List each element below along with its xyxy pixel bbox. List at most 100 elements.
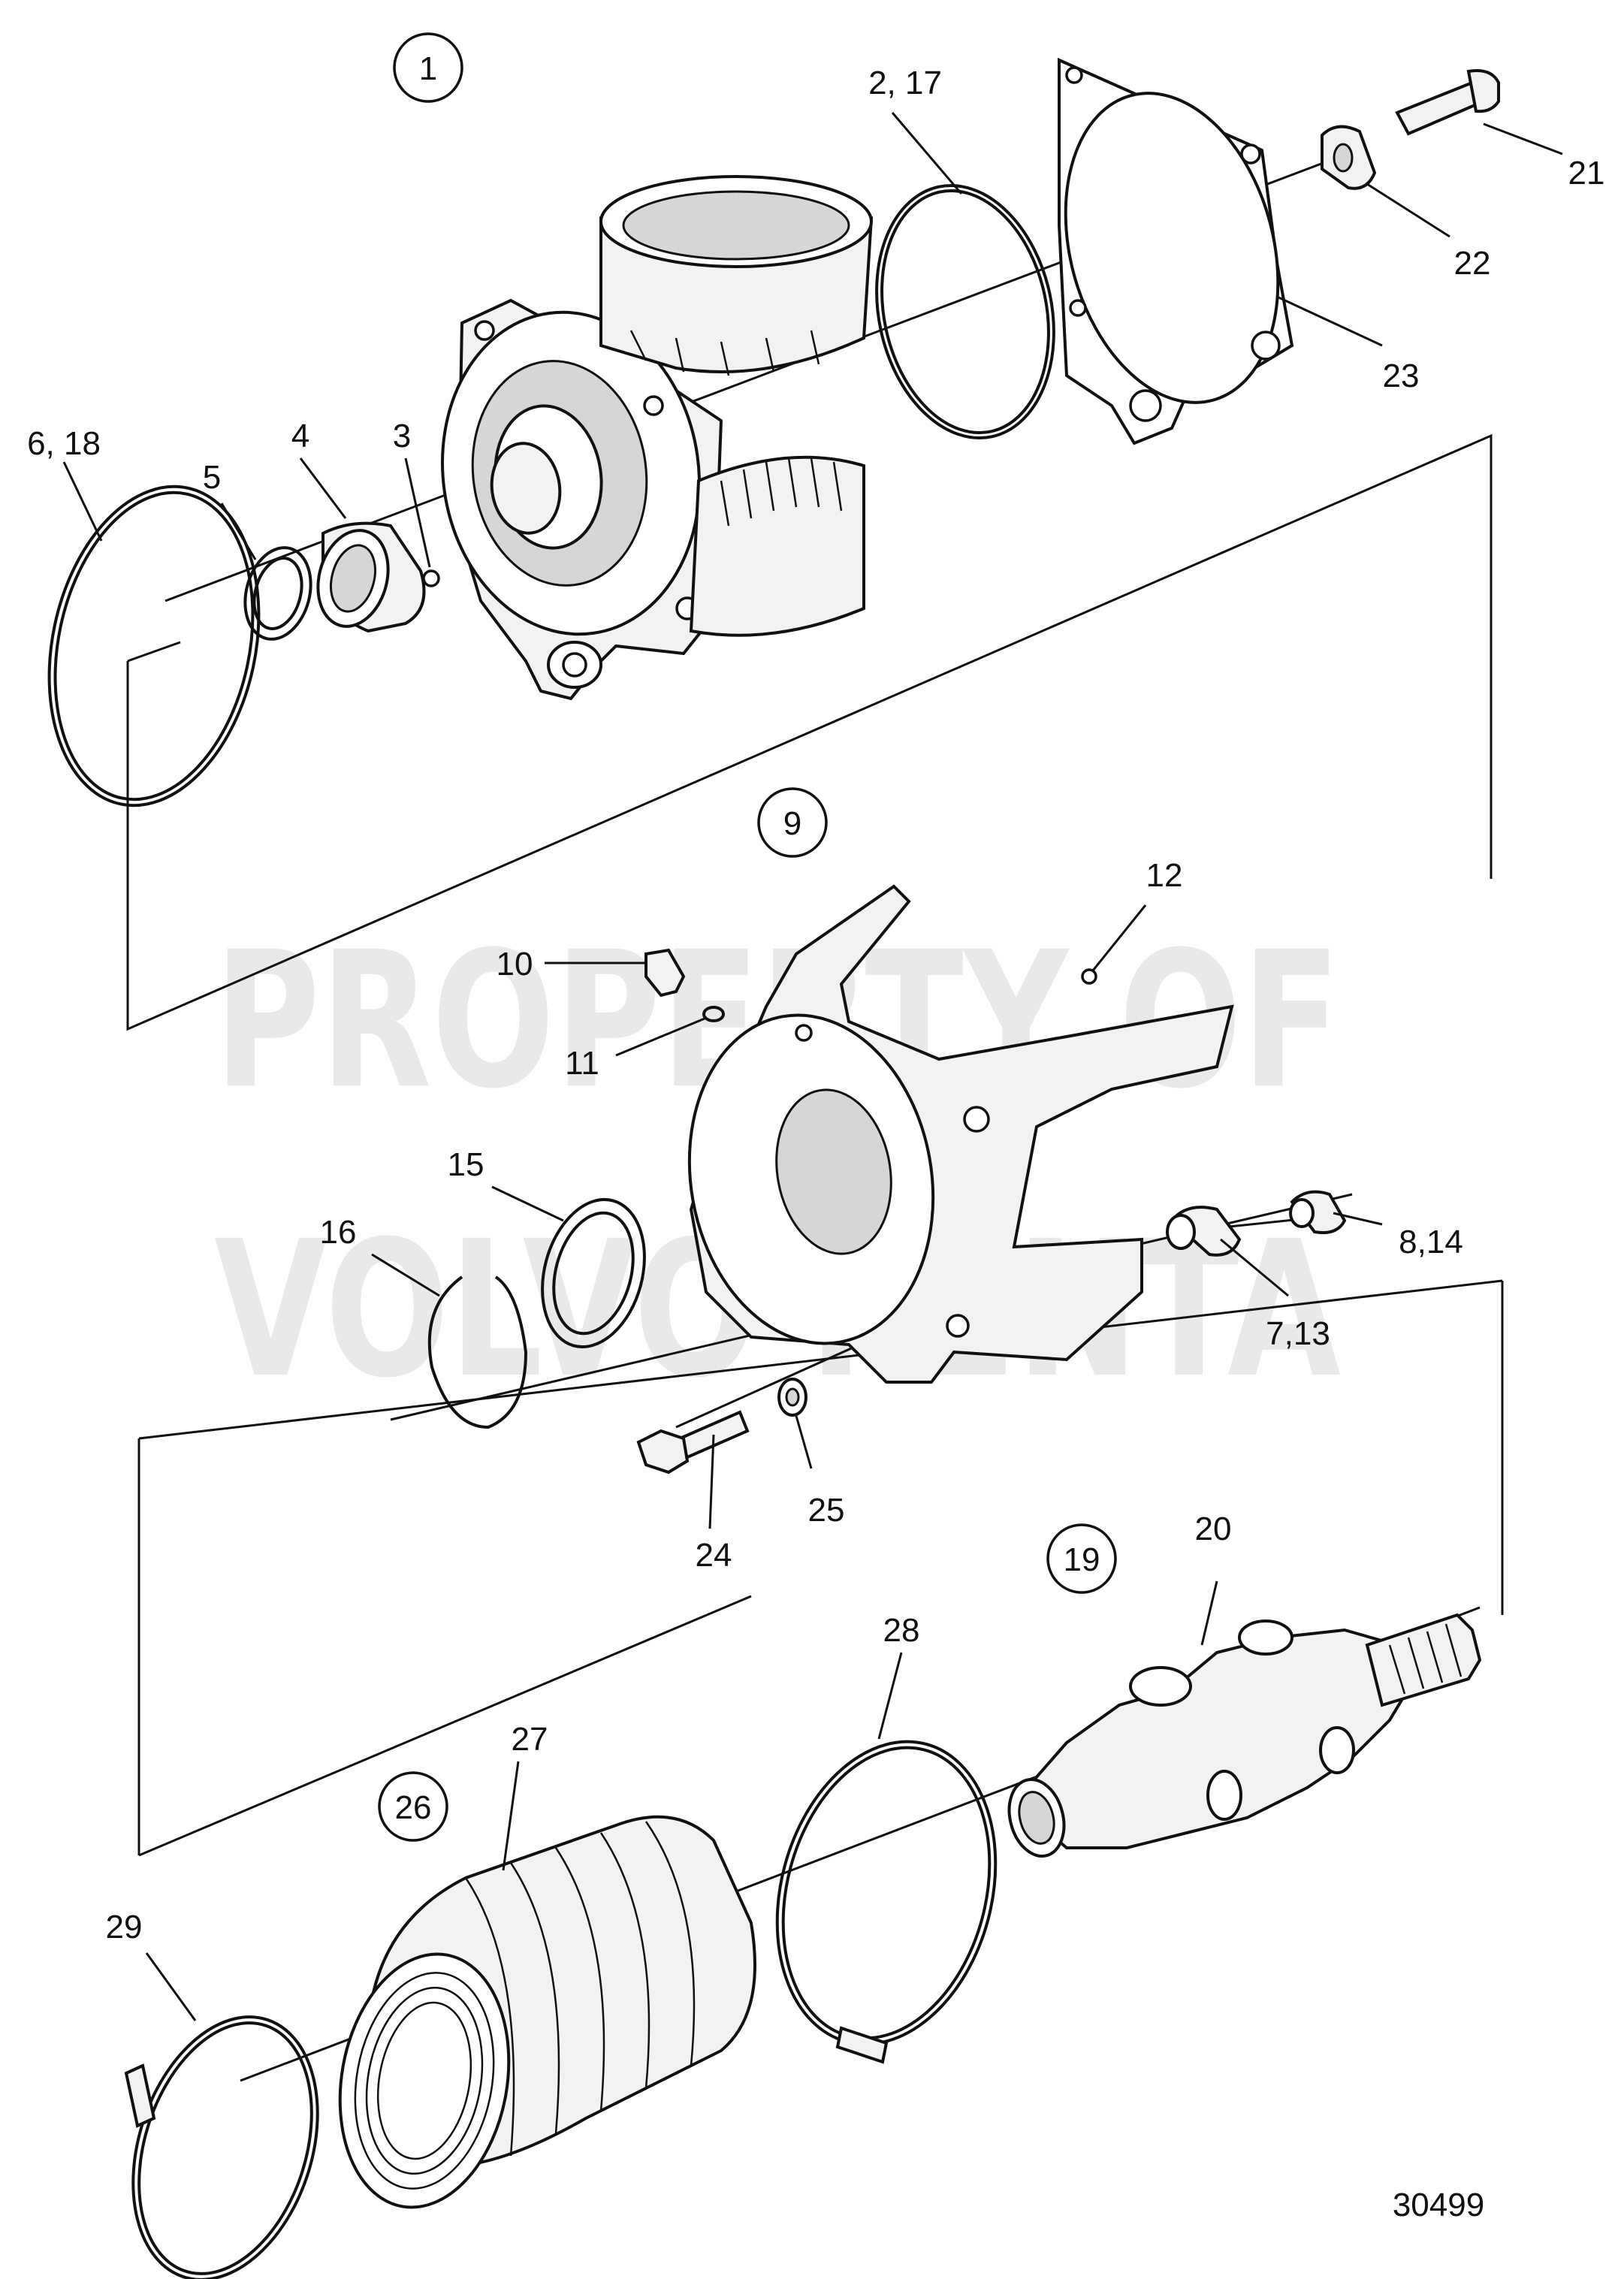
ring-5 bbox=[243, 546, 312, 641]
uj-cap-1 bbox=[1129, 1666, 1192, 1707]
figure-number: 30499 bbox=[1393, 2187, 1484, 2223]
housing-hole-top bbox=[474, 320, 495, 341]
bushing-4-bore bbox=[330, 544, 376, 613]
bellows-folds bbox=[354, 1821, 696, 2190]
label-5: 5 bbox=[203, 459, 221, 496]
frame-upper-left-top bbox=[127, 641, 181, 663]
plug-10 bbox=[644, 948, 686, 998]
leader-7-13 bbox=[1220, 1238, 1289, 1297]
leader-20 bbox=[1200, 1580, 1218, 1646]
label-15: 15 bbox=[448, 1146, 484, 1183]
bolt-21-head bbox=[1466, 69, 1500, 113]
bellows-27-mouth bbox=[338, 1952, 511, 2209]
group-marker-1-circle bbox=[393, 32, 463, 103]
group-frames bbox=[126, 433, 1504, 1857]
label-29: 29 bbox=[106, 1909, 143, 1945]
ring-15 bbox=[541, 1197, 646, 1349]
ball-12 bbox=[1081, 968, 1097, 985]
label-27: 27 bbox=[512, 1721, 548, 1758]
label-11: 11 bbox=[565, 1045, 599, 1082]
gasket-hole-2 bbox=[1240, 143, 1261, 165]
gear-teeth-lines bbox=[629, 330, 843, 527]
gear-housing-bore bbox=[775, 1088, 892, 1255]
group-marker-26-circle bbox=[378, 1771, 448, 1842]
ball-3 bbox=[422, 569, 440, 587]
gasket-hole-3 bbox=[1069, 299, 1087, 317]
label-28: 28 bbox=[883, 1612, 920, 1649]
callout-labels: 2, 17 21 22 23 6, 18 5 4 3 12 10 11 15 1… bbox=[27, 65, 1604, 1945]
leader-2-17 bbox=[891, 112, 963, 195]
leader-29 bbox=[145, 1952, 197, 2021]
shaft-stub bbox=[490, 442, 562, 535]
o-ring-6-18 bbox=[47, 484, 261, 807]
label-20: 20 bbox=[1195, 1511, 1232, 1547]
group-1-parts bbox=[47, 57, 1500, 807]
leader-23 bbox=[1276, 295, 1383, 347]
washer-25-hole bbox=[785, 1387, 800, 1407]
leader-3 bbox=[404, 457, 431, 568]
clamp-28 bbox=[775, 1740, 998, 2046]
label-10: 10 bbox=[497, 946, 533, 983]
label-16: 16 bbox=[320, 1214, 357, 1251]
leader-lines bbox=[62, 112, 1563, 2021]
seal-11 bbox=[702, 1006, 725, 1022]
gear-ring-teeth bbox=[622, 190, 850, 261]
label-2-17: 2, 17 bbox=[868, 65, 942, 101]
bolt-24-head bbox=[636, 1429, 690, 1475]
leader-27 bbox=[502, 1761, 520, 1871]
leader-15 bbox=[491, 1185, 564, 1222]
uj-cap-4 bbox=[1319, 1726, 1355, 1774]
leader-28 bbox=[877, 1652, 903, 1740]
group-markers: 1 9 19 26 bbox=[378, 32, 1117, 1842]
gasket-hole-5 bbox=[1129, 389, 1162, 422]
group-marker-19: 19 bbox=[1064, 1541, 1100, 1578]
leader-6-18 bbox=[62, 461, 103, 542]
frame-lower-top bbox=[138, 1279, 1503, 1440]
group-marker-19-circle bbox=[1046, 1523, 1117, 1594]
group-marker-9-circle bbox=[757, 787, 828, 858]
housing-hole-right bbox=[643, 395, 664, 416]
gasket-hole-4 bbox=[1251, 331, 1281, 361]
leader-22 bbox=[1366, 183, 1450, 238]
leader-8-14 bbox=[1333, 1212, 1383, 1226]
clamp-28-inner bbox=[781, 1746, 992, 2040]
group-9-parts bbox=[390, 884, 1353, 1475]
label-7-13: 7,13 bbox=[1266, 1315, 1330, 1352]
frame-lower-bottom bbox=[138, 1595, 752, 1857]
clamp-28-buckle bbox=[835, 2026, 889, 2064]
label-6-18: 6, 18 bbox=[27, 425, 101, 462]
leader-25 bbox=[795, 1415, 813, 1469]
group-marker-26: 26 bbox=[395, 1789, 432, 1826]
label-3: 3 bbox=[393, 418, 411, 454]
label-12: 12 bbox=[1146, 857, 1183, 894]
gear-housing-hole-3 bbox=[795, 1024, 813, 1042]
label-4: 4 bbox=[291, 418, 309, 454]
label-25: 25 bbox=[808, 1492, 845, 1529]
uj-yoke-bore bbox=[1018, 1791, 1055, 1845]
o-ring-2-17 bbox=[875, 184, 1055, 439]
leader-5 bbox=[220, 503, 257, 560]
group-marker-1: 1 bbox=[419, 50, 437, 87]
o-ring-6-18-inner bbox=[53, 491, 255, 801]
clamp-29-inner bbox=[137, 2021, 313, 2275]
label-23: 23 bbox=[1383, 358, 1420, 394]
uj-splined-shaft bbox=[1365, 1613, 1482, 1707]
circlip-16 bbox=[427, 1275, 528, 1429]
label-8-14: 8,14 bbox=[1399, 1224, 1463, 1260]
clamp-29-buckle bbox=[124, 2063, 156, 2128]
bushing-8-14-face bbox=[1289, 1198, 1315, 1228]
housing-lug-hole bbox=[562, 652, 587, 678]
leader-24 bbox=[708, 1434, 715, 1529]
crown-gear bbox=[689, 455, 865, 637]
uj-cap-3 bbox=[1206, 1770, 1242, 1821]
uj-cap-2 bbox=[1238, 1619, 1293, 1656]
gear-housing-hole-2 bbox=[946, 1314, 970, 1338]
leader-16 bbox=[371, 1253, 440, 1297]
leader-12 bbox=[1091, 904, 1147, 971]
label-24: 24 bbox=[696, 1537, 732, 1574]
label-21: 21 bbox=[1568, 155, 1605, 192]
gasket-hole-1 bbox=[1065, 66, 1083, 84]
o-ring-2-17-inner bbox=[880, 189, 1050, 435]
washer-22-hole bbox=[1333, 143, 1354, 173]
